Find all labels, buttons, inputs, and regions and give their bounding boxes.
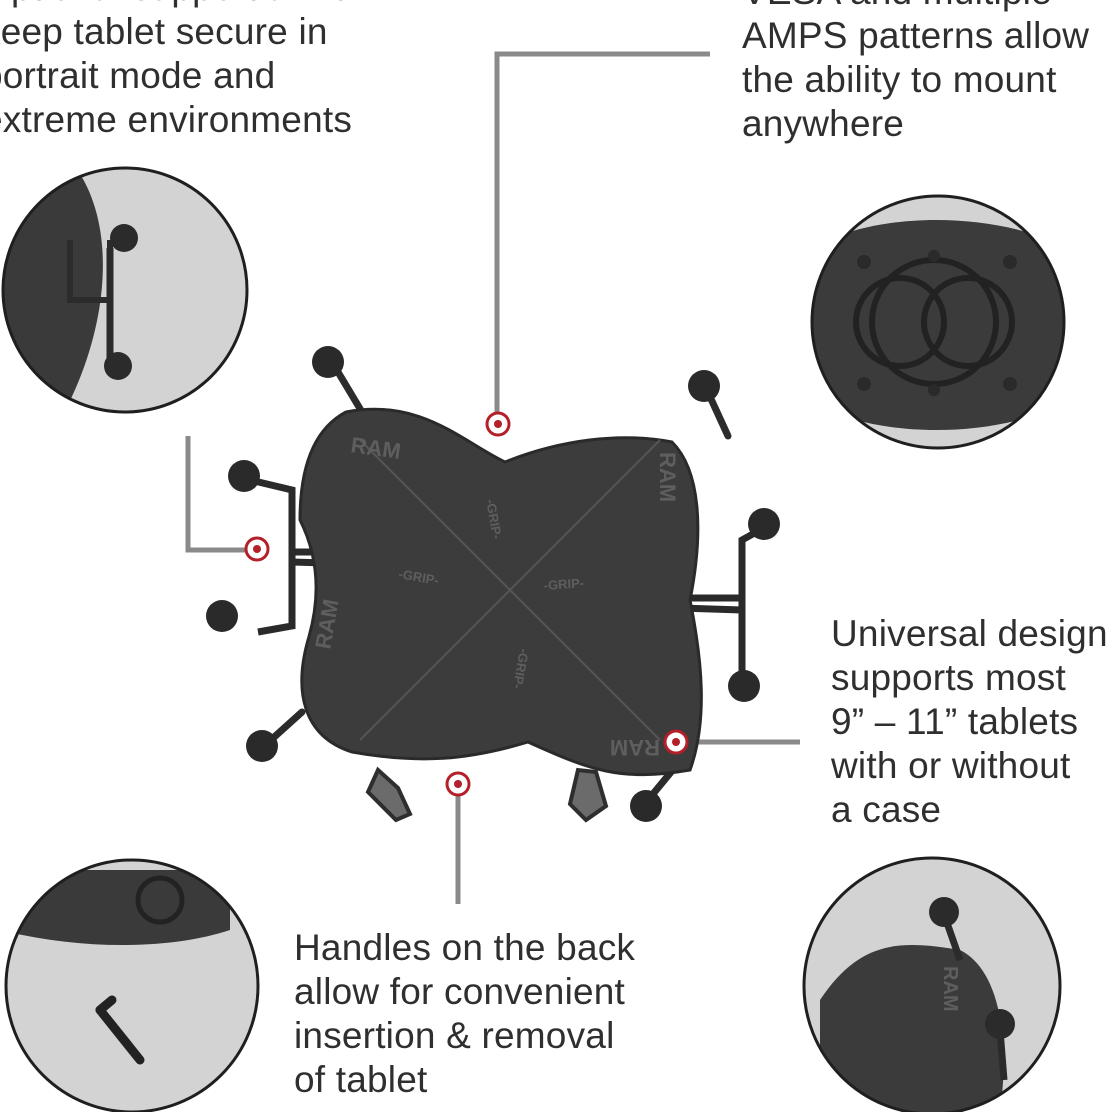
- callout-line: Universal design: [831, 613, 1108, 654]
- detail-circle-support-arm: [1, 166, 249, 414]
- callout-line: keep tablet secure in: [0, 11, 328, 52]
- target-marker-dot: [454, 780, 462, 788]
- callout-line: portrait mode and: [0, 55, 276, 96]
- brand-mark-ram: RAM: [939, 966, 961, 1012]
- callout-line: of tablet: [294, 1059, 428, 1100]
- target-marker-dot: [672, 738, 680, 746]
- callout-handles: Handles on the back allow for convenient…: [294, 926, 635, 1102]
- brand-mark-ram: RAM: [610, 735, 660, 760]
- callout-line: Optional support arms: [0, 0, 352, 10]
- callout-line: allow for convenient: [294, 971, 626, 1012]
- callout-line: supports most: [831, 657, 1066, 698]
- brand-mark-ram: RAM: [655, 452, 680, 502]
- callout-line: extreme environments: [0, 99, 353, 140]
- cradle-body: [298, 407, 703, 777]
- leader-line-vesa: [494, 51, 710, 416]
- callout-line: a case: [831, 789, 942, 830]
- callout-line: the ability to mount: [742, 59, 1057, 100]
- back-handles: [365, 766, 609, 823]
- target-marker-dot: [494, 420, 502, 428]
- detail-circle-vesa-pattern: [810, 194, 1066, 450]
- leader-lines: [185, 51, 800, 904]
- callout-line: insertion & removal: [294, 1015, 615, 1056]
- detail-circle-handle: [4, 858, 260, 1112]
- callout-universal-design: Universal design supports most 9” – 11” …: [831, 612, 1108, 832]
- grip-mark: -GRIP-: [543, 575, 584, 593]
- callout-support-arms: Optional support arms keep tablet secure…: [0, 0, 352, 142]
- grip-mark: -GRIP-: [397, 566, 439, 588]
- cradle-emboss-lines: [359, 439, 661, 741]
- callout-line: VESA and multiple: [742, 0, 1089, 14]
- grip-cup-tips: [206, 346, 780, 822]
- callout-line: anywhere: [742, 103, 905, 144]
- callout-line: Handles on the back: [294, 927, 636, 968]
- grip-mark: -GRIP-: [510, 647, 532, 689]
- detail-circle-grip-arm: RAM: [802, 856, 1062, 1112]
- grip-mark: -GRIP-: [483, 498, 505, 540]
- target-marker-dot: [253, 545, 261, 553]
- leader-line-support-arm: [185, 436, 252, 553]
- callout-line: 9” – 11” tablets: [831, 701, 1079, 742]
- callout-line: with or without: [831, 745, 1071, 786]
- callout-line: AMPS patterns allow: [742, 15, 1090, 56]
- callout-vesa-amps: VESA and multiple AMPS patterns allow th…: [742, 0, 1089, 146]
